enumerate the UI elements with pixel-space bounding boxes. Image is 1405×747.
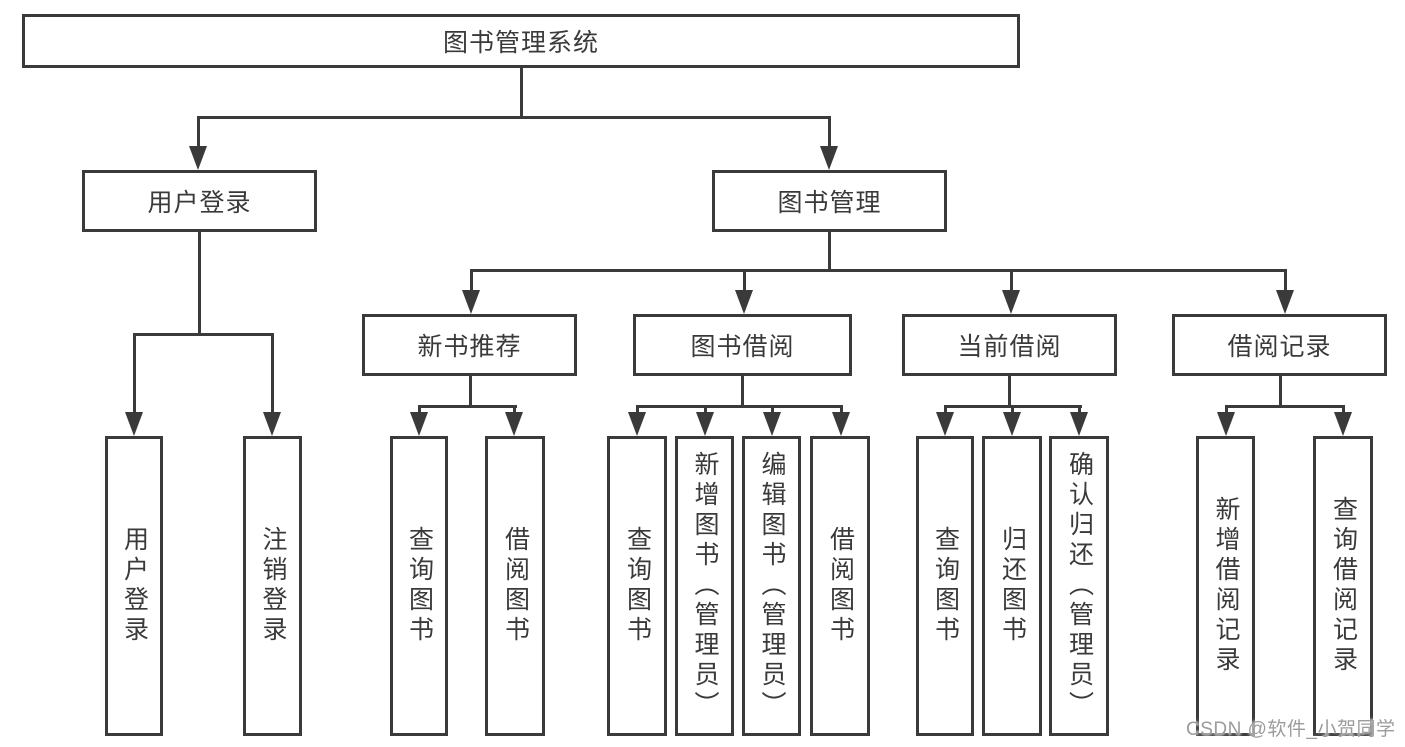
node-borrowing-records: 借阅记录 [1172,314,1387,376]
arrow-down-icon [462,290,480,314]
node-library-management-system: 图书管理系统 [22,14,1020,68]
connector-shaft [704,405,707,415]
arrow-down-icon [832,412,850,436]
node-label: 用户登录 [120,526,149,646]
arrow-down-icon [820,146,838,170]
leaf-query-books-recommend: 查询图书 [390,436,448,736]
connector-recommend-vertical [469,376,472,407]
arrow-down-icon [1002,290,1020,314]
node-book-borrowing: 图书借阅 [633,314,852,376]
leaf-add-books-admin: 新增图书（管理员） [675,436,734,736]
arrow-down-icon [263,412,281,436]
node-label: 借阅图书 [826,526,855,646]
leaf-confirm-return-admin: 确认归还（管理员） [1049,436,1109,736]
connector-shaft [1011,405,1014,415]
node-new-book-recommendation: 新书推荐 [362,314,577,376]
node-label: 借阅图书 [501,526,530,646]
arrow-down-icon [735,290,753,314]
leaf-borrow-books: 借阅图书 [810,436,870,736]
arrow-down-icon [1217,412,1235,436]
node-label: 归还图书 [998,526,1027,646]
node-label: 当前借阅 [957,333,1062,361]
connector-shaft [197,116,200,148]
connector-shaft [418,405,421,415]
node-label: 图书借阅 [690,333,795,361]
leaf-user-login: 用户登录 [105,436,163,736]
connector-shaft [271,333,274,413]
leaf-add-borrow-record: 新增借阅记录 [1196,436,1255,736]
connector-shaft [840,405,843,415]
node-label: 图书管理系统 [442,29,599,57]
connector-shaft [1010,269,1013,292]
node-label: 查询借阅记录 [1329,496,1358,676]
arrow-down-icon [763,412,781,436]
arrow-down-icon [1003,412,1021,436]
connector-mgmt-vertical [828,232,831,271]
leaf-borrow-books-recommend: 借阅图书 [485,436,545,736]
connector-borrow-vertical [741,376,744,407]
connector-shaft [771,405,774,415]
connector-mgmt-horizontal [470,269,1287,272]
node-label: 新增图书（管理员） [691,451,719,721]
connector-root-vertical [520,68,523,118]
arrow-down-icon [1070,412,1088,436]
connector-shaft [828,116,831,148]
node-label: 新增借阅记录 [1212,496,1240,676]
leaf-query-borrow-record: 查询借阅记录 [1313,436,1373,736]
arrow-down-icon [1334,412,1352,436]
leaf-query-books-current: 查询图书 [916,436,974,736]
connector-shaft [1078,405,1081,415]
connector-borrow-horizontal [636,405,843,408]
connector-current-vertical [1008,376,1011,407]
connector-shaft [470,269,473,292]
arrow-down-icon [410,412,428,436]
arrow-down-icon [189,146,207,170]
node-label: 查询图书 [931,526,960,646]
node-label: 图书管理 [777,189,882,217]
node-label: 查询图书 [405,526,434,646]
arrow-down-icon [125,412,143,436]
arrow-down-icon [505,412,523,436]
connector-shaft [1284,269,1287,292]
connector-records-horizontal [1225,405,1345,408]
node-current-borrowing: 当前借阅 [902,314,1117,376]
leaf-edit-books-admin: 编辑图书（管理员） [742,436,801,736]
node-label: 注销登录 [259,526,287,646]
arrow-down-icon [936,412,954,436]
connector-shaft [513,405,516,415]
connector-login-horizontal [133,333,274,336]
connector-shaft [743,269,746,292]
node-label: 新书推荐 [417,333,522,361]
connector-shaft [944,405,947,415]
connector-recommend-horizontal [418,405,517,408]
connector-login-vertical [198,232,201,336]
node-book-management: 图书管理 [712,170,947,232]
connector-records-vertical [1279,376,1282,407]
node-label: 用户登录 [147,189,252,217]
node-label: 查询图书 [623,526,652,646]
node-label: 借阅记录 [1227,333,1332,361]
arrow-down-icon [1276,290,1294,314]
leaf-logout: 注销登录 [243,436,302,736]
node-user-login: 用户登录 [82,170,317,232]
connector-root-horizontal [197,116,831,119]
leaf-return-books: 归还图书 [982,436,1042,736]
arrow-down-icon [696,412,714,436]
csdn-watermark: CSDN @软件_小贺同学 [1186,719,1396,740]
connector-shaft [1342,405,1345,415]
node-label: 编辑图书（管理员） [758,451,786,721]
connector-shaft [636,405,639,415]
arrow-down-icon [628,412,646,436]
leaf-query-books-borrow: 查询图书 [607,436,667,736]
connector-shaft [1225,405,1228,415]
connector-shaft [133,333,136,413]
node-label: 确认归还（管理员） [1065,451,1094,721]
